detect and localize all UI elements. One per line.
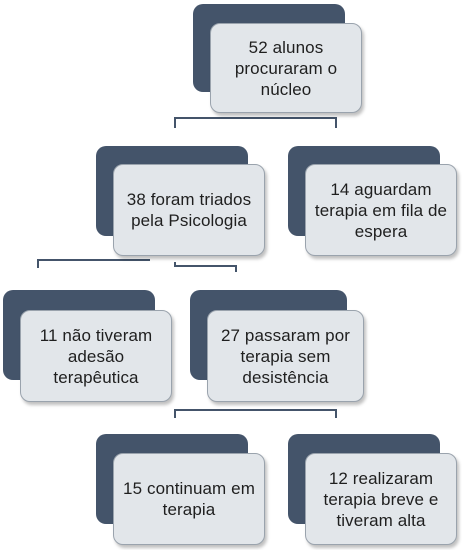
connector-root-to-level2 <box>174 117 337 128</box>
node-alta: 12 realizaram terapia breve e tiveram al… <box>288 434 458 546</box>
node-continuam: 15 continuam em terapia <box>96 434 266 546</box>
node-espera-label: 14 aguardam terapia em fila de espera <box>305 164 457 256</box>
node-sem-adesao-label: 11 não tiveram adesão terapêutica <box>20 310 172 402</box>
node-triados: 38 foram triados pela Psicologia <box>96 146 266 257</box>
node-root: 52 alunos procuraram o núcleo <box>193 4 363 114</box>
node-root-label: 52 alunos procuraram o núcleo <box>210 23 362 113</box>
node-sem-desistencia: 27 passaram por terapia sem desistência <box>190 290 365 403</box>
node-alta-label: 12 realizaram terapia breve e tiveram al… <box>305 453 457 545</box>
connector-triados-to-level3 <box>37 259 237 272</box>
node-espera: 14 aguardam terapia em fila de espera <box>288 146 458 257</box>
node-sem-adesao: 11 não tiveram adesão terapêutica <box>3 290 173 403</box>
node-triados-label: 38 foram triados pela Psicologia <box>113 164 265 256</box>
connector-sem-desistencia-to-level4 <box>174 409 337 418</box>
node-sem-desistencia-label: 27 passaram por terapia sem desistência <box>207 310 364 402</box>
node-continuam-label: 15 continuam em terapia <box>113 453 265 545</box>
